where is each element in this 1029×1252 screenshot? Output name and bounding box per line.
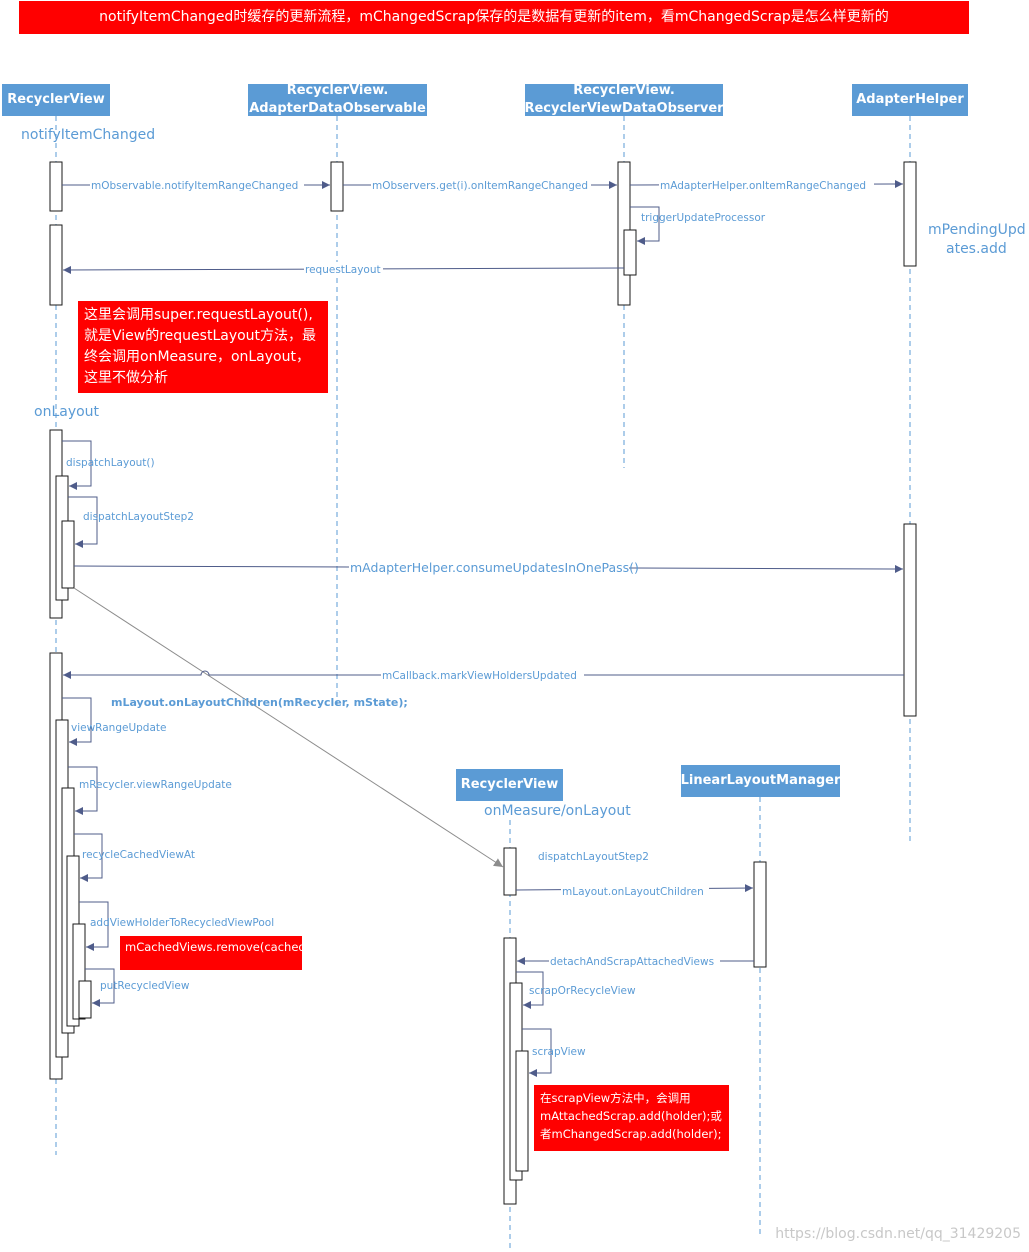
label-onmeasure-onlayout: onMeasure/onLayout <box>484 803 631 819</box>
call-dispatchlayoutstep2-link <box>73 587 504 868</box>
activation-rv-1 <box>49 161 63 212</box>
participant-recyclerview: RecyclerView <box>2 84 110 116</box>
participant-adapterhelper-label: AdapterHelper <box>856 92 964 107</box>
participant-observable-line1: RecyclerView. <box>286 83 389 98</box>
msg-view-range-update: viewRangeUpdate <box>71 722 166 734</box>
participant-observable-line2: AdapterDataObservable <box>249 101 426 116</box>
activation-layoutmanager <box>753 861 767 968</box>
activation-rv2-step2 <box>503 847 517 896</box>
activation-observer-inner <box>623 229 637 276</box>
activation-rv-putrecycledview <box>78 980 92 1019</box>
arrow-m9 <box>63 670 904 679</box>
arrow-m20 <box>522 1028 552 1077</box>
activation-rv2-scrapview <box>515 1050 529 1172</box>
msg-scrap-view: scrapView <box>532 1046 586 1058</box>
label-pending-updates-2: ates.add <box>946 241 1007 257</box>
arrow-m4 <box>630 206 660 245</box>
msg-layout-on-layout-children: mLayout.onLayoutChildren <box>562 886 704 898</box>
activation-adapterhelper-1 <box>903 161 917 267</box>
msg-rv2-dispatch-layout-step2: dispatchLayoutStep2 <box>538 851 649 863</box>
label-onlayout: onLayout <box>34 404 100 420</box>
participant-recyclerview-2: RecyclerView <box>456 769 563 801</box>
note-cached-views-remove: mCachedViews.remove(cachedViewIndex); <box>120 936 302 970</box>
msg-observers-on-item-range-changed: mObservers.get(i).onItemRangeChanged <box>372 180 588 192</box>
activation-rv-2 <box>49 224 63 306</box>
participant-linearlayoutmanager-label: LinearLayoutManager <box>680 773 841 788</box>
msg-dispatch-layout: dispatchLayout() <box>66 457 155 469</box>
msg-recycler-view-range-update: mRecycler.viewRangeUpdate <box>79 779 232 791</box>
activation-observable <box>330 161 344 212</box>
msg-add-view-holder-to-pool: addViewHolderToRecycledViewPool <box>90 917 274 929</box>
arrow-m14 <box>85 968 115 1007</box>
arrow-m13 <box>79 901 109 951</box>
participant-adapterhelper: AdapterHelper <box>852 84 968 116</box>
arrow-m7 <box>68 496 98 548</box>
msg-adapterhelper-on-item-range-changed: mAdapterHelper.onItemRangeChanged <box>660 180 866 192</box>
participant-recyclerview-data-observer: RecyclerView. RecyclerViewDataObserver <box>524 83 724 116</box>
msg-request-layout: requestLayout <box>305 264 381 276</box>
label-notify-item-changed: notifyItemChanged <box>21 127 156 143</box>
participant-observer-line1: RecyclerView. <box>573 83 675 98</box>
title-banner: notifyItemChanged时缓存的更新流程，mChangedScrap保… <box>19 1 969 34</box>
activation-adapterhelper-2 <box>903 523 917 717</box>
label-pending-updates-1: mPendingUpd <box>928 222 1026 238</box>
note-request-layout: 这里会调用super.requestLayout(),就是View的reques… <box>78 301 328 393</box>
participant-recyclerview-2-label: RecyclerView <box>460 777 559 792</box>
participant-linearlayoutmanager: LinearLayoutManager <box>681 765 840 797</box>
msg-detach-and-scrap: detachAndScrapAttachedViews <box>550 956 714 968</box>
msg-dispatch-layout-step2: dispatchLayoutStep2 <box>83 511 194 523</box>
msg-scrap-or-recycle-view: scrapOrRecycleView <box>529 985 636 997</box>
arrow-m19 <box>516 971 544 1009</box>
msg-put-recycled-view: putRecycledView <box>100 980 190 992</box>
activation-rv-dispatchlayoutstep2 <box>61 520 75 589</box>
watermark: https://blog.csdn.net/qq_31429205 <box>775 1226 1021 1242</box>
participant-adapter-data-observable: RecyclerView. AdapterDataObservable <box>248 83 427 116</box>
arrow-m6 <box>62 440 92 490</box>
msg-mark-view-holders-updated: mCallback.markViewHoldersUpdated <box>382 670 577 682</box>
arrow-m12 <box>74 833 103 882</box>
msg-on-layout-children: mLayout.onLayoutChildren(mRecycler, mSta… <box>111 696 408 709</box>
msg-consume-updates-in-one-pass: mAdapterHelper.consumeUpdatesInOnePass() <box>350 560 639 575</box>
note-scrap-view: 在scrapView方法中，会调用mAttachedScrap.add(hold… <box>534 1085 729 1151</box>
msg-trigger-update-processor: triggerUpdateProcessor <box>641 212 766 224</box>
participant-observer-line2: RecyclerViewDataObserver <box>524 101 724 116</box>
arrow-m10 <box>62 697 92 746</box>
msg-notify-item-range-changed: mObservable.notifyItemRangeChanged <box>91 180 298 192</box>
msg-recycle-cached-view-at: recycleCachedViewAt <box>82 849 195 861</box>
participant-recyclerview-label: RecyclerView <box>7 92 105 107</box>
arrow-m11 <box>68 766 98 815</box>
